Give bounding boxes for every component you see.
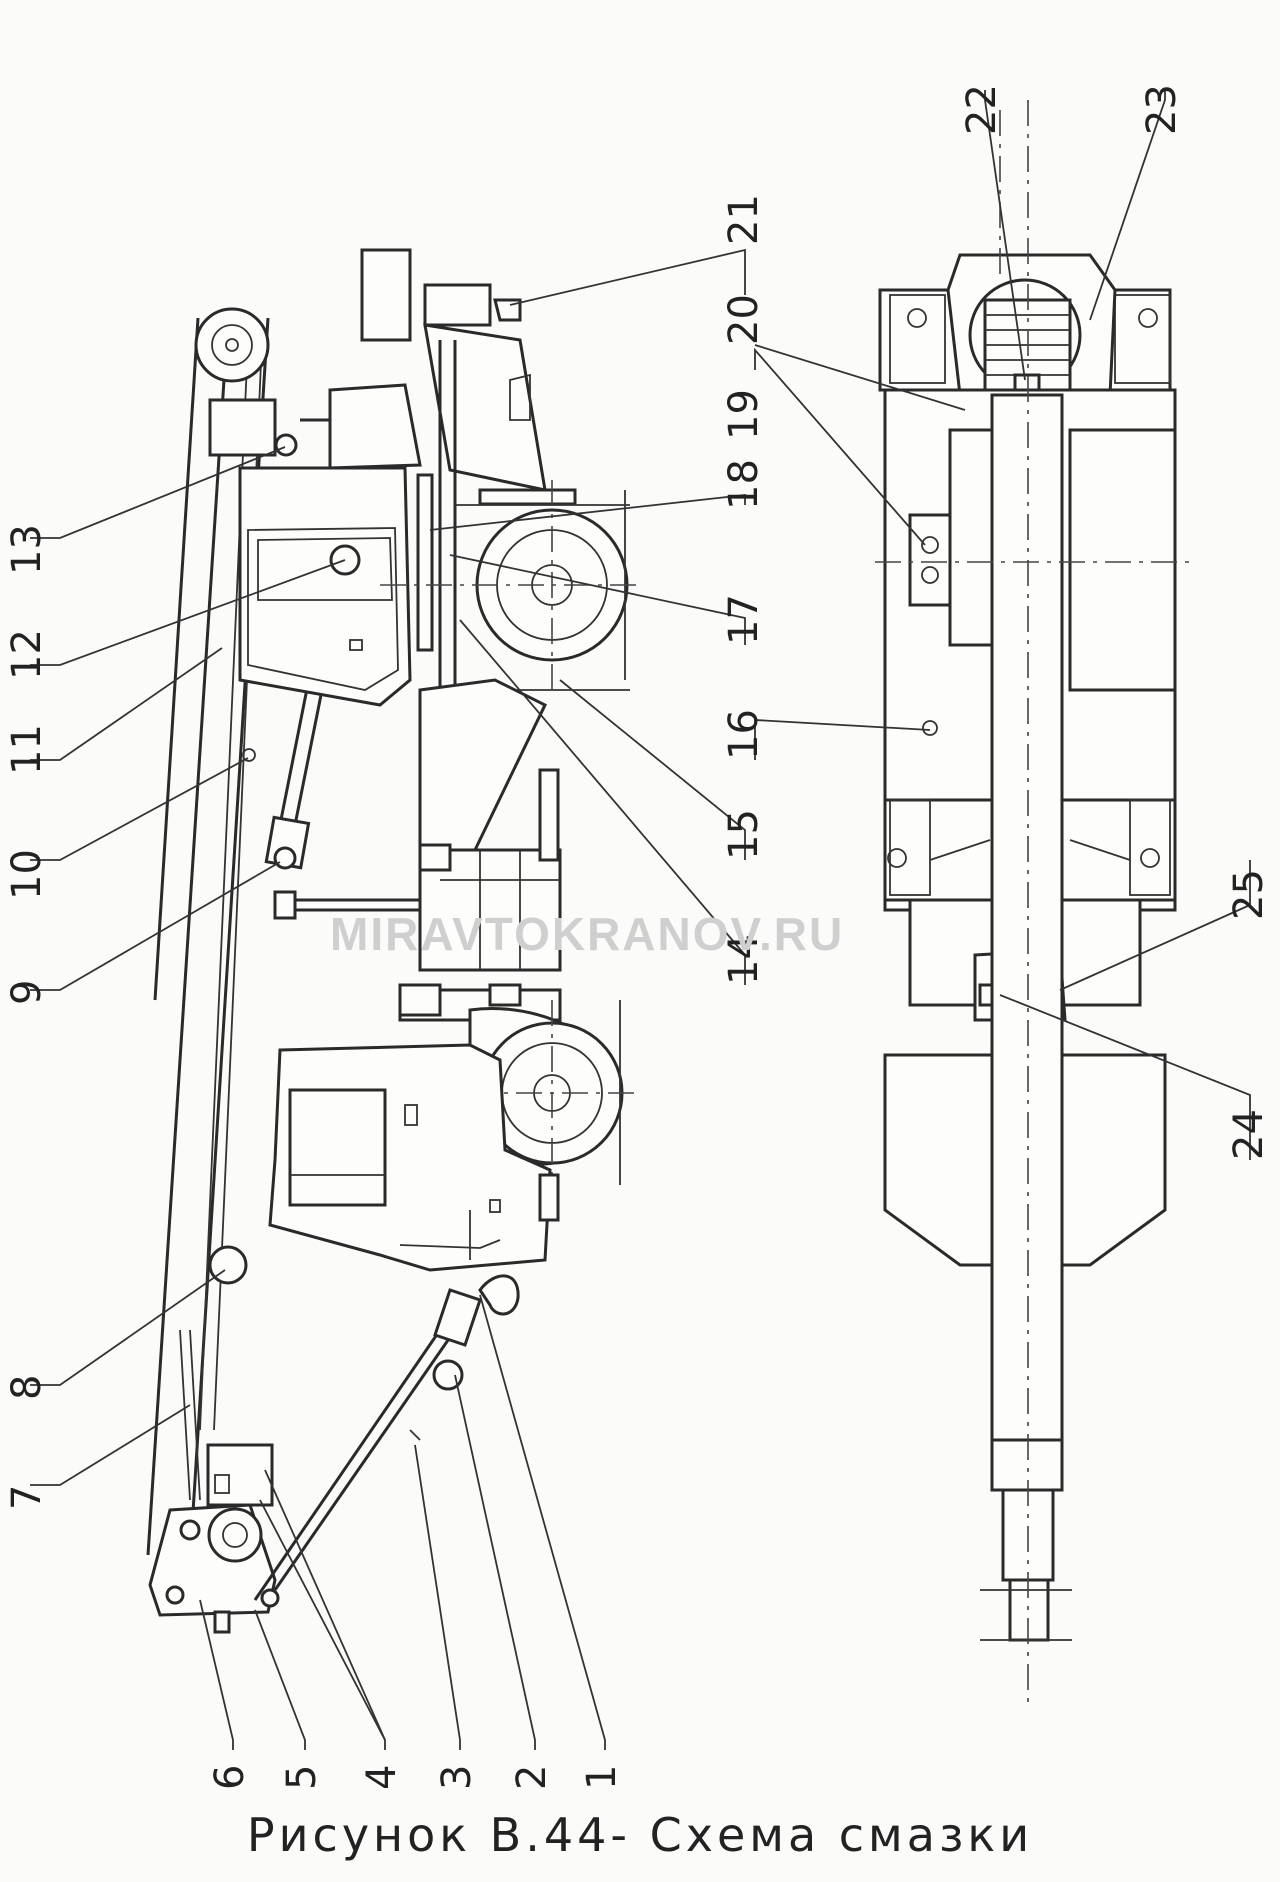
chassis	[398, 678, 562, 1022]
callout-6: 6	[207, 1765, 253, 1790]
callout-8: 8	[4, 1375, 50, 1400]
callout-24: 24	[1226, 1109, 1272, 1160]
callouts: 1 2 3 4 5 6 7 8 9 10 11 12 13 14 15 16 1…	[4, 84, 1272, 1790]
callout-15: 15	[721, 809, 767, 860]
callout-7: 7	[4, 1485, 50, 1510]
callout-19: 19	[721, 389, 767, 440]
callout-22: 22	[959, 84, 1005, 135]
boom	[146, 307, 280, 1634]
turret	[208, 383, 434, 707]
callout-2: 2	[509, 1765, 555, 1790]
leader-lines	[30, 90, 1251, 1750]
callout-17: 17	[721, 594, 767, 645]
callout-1: 1	[579, 1765, 625, 1790]
callout-25: 25	[1226, 869, 1272, 920]
figure-caption: Рисунок В.44- Схема смазки	[246, 1808, 1034, 1862]
callout-13: 13	[4, 524, 50, 575]
callout-5: 5	[279, 1765, 325, 1790]
callout-3: 3	[434, 1765, 480, 1790]
callout-12: 12	[4, 629, 50, 680]
callout-9: 9	[4, 980, 50, 1005]
driver-cabin	[268, 1043, 560, 1272]
callout-21: 21	[721, 194, 767, 245]
callout-4: 4	[359, 1765, 405, 1790]
callout-18: 18	[721, 459, 767, 510]
rear-wheel	[380, 480, 640, 690]
side-view	[146, 248, 640, 1634]
callout-11: 11	[4, 724, 50, 775]
hook-assembly	[253, 1274, 520, 1601]
callout-14: 14	[721, 934, 767, 985]
callout-23: 23	[1139, 84, 1185, 135]
callout-10: 10	[4, 849, 50, 900]
top-view	[875, 100, 1190, 1710]
callout-20: 20	[721, 294, 767, 345]
watermark: MIRAVTOKRANOV.RU	[330, 908, 844, 960]
callout-16: 16	[721, 709, 767, 760]
front-bumper	[398, 983, 442, 1017]
